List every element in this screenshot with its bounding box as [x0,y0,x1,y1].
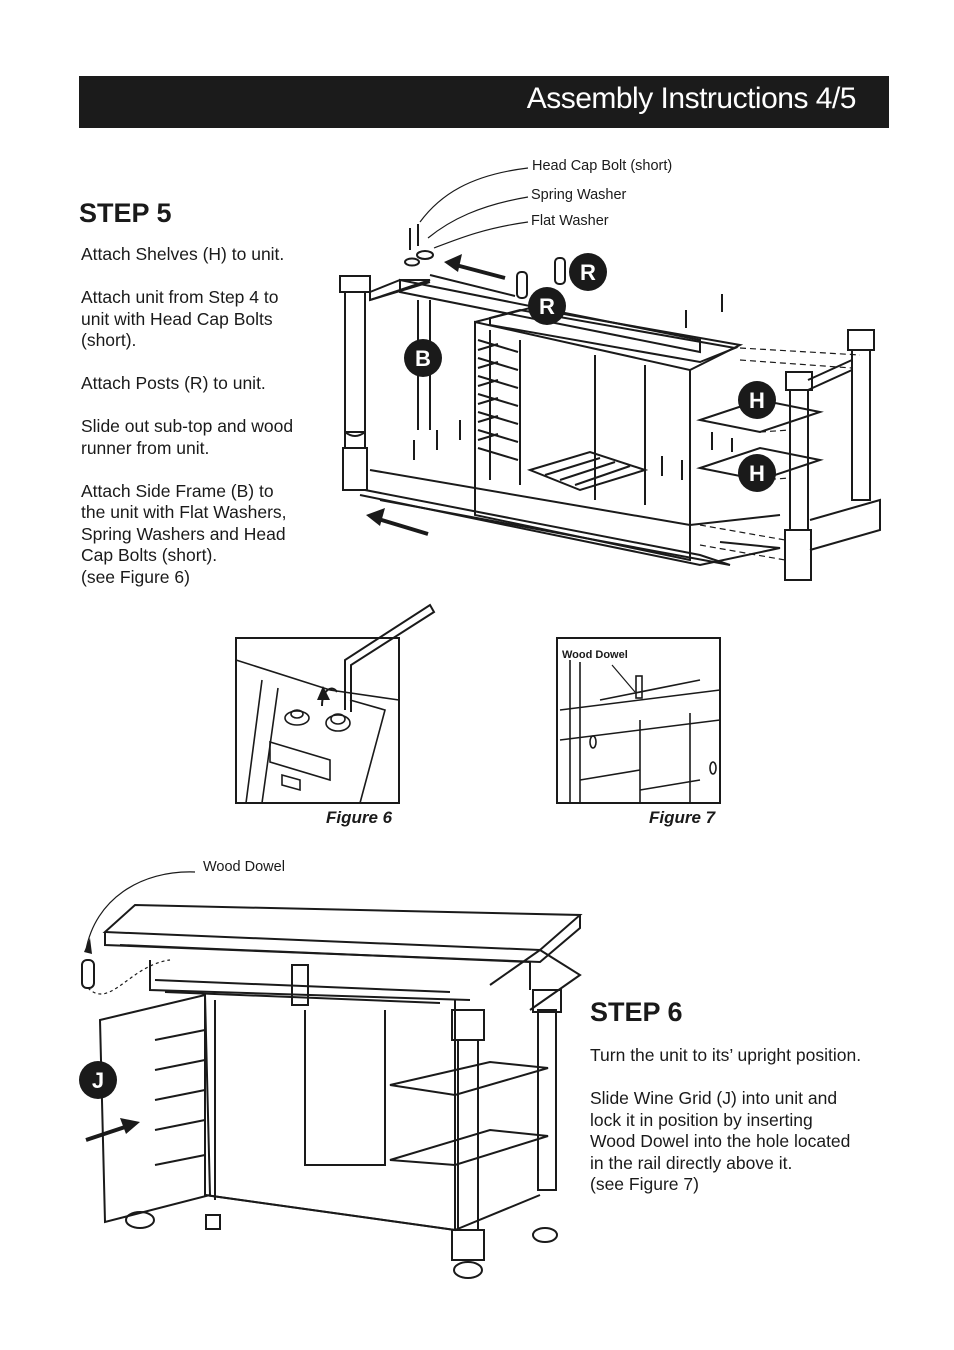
step5-instruction-3: Attach Posts (R) to unit. [81,373,266,393]
step5-instructions: Attach Shelves (H) to unit. Attach unit … [81,244,331,610]
step6-instruction-1: Turn the unit to its’ upright position. [590,1045,862,1065]
step5-instruction-4: Slide out sub-top and wood runner from u… [81,416,294,458]
badge-wine-grid-j: J [92,1068,104,1093]
figure6-drawing [235,603,436,804]
figure7-wood-dowel-label: Wood Dowel [562,649,628,661]
part-badges: R R B H H [404,253,776,492]
figure7-caption: Figure 7 [649,808,716,827]
step5-instruction-5: Attach Side Frame (B) to the unit with F… [81,480,287,587]
step6-title: STEP 6 [590,997,683,1027]
callout-flat-washer: Flat Washer [531,213,609,229]
step6-instructions: Turn the unit to its’ upright position. … [590,1045,910,1217]
step5-instruction-2: Attach unit from Step 4 to unit with Hea… [81,287,279,350]
badge-post-r-1: R [580,260,596,285]
step6-instruction-2: Slide Wine Grid (J) into unit and lock i… [590,1088,851,1194]
figure7-drawing [556,637,721,804]
badge-shelf-h-1: H [749,388,765,413]
badge-shelf-h-2: H [749,461,765,486]
page-title: Assembly Instructions 4/5 [526,82,857,115]
callout-wood-dowel: Wood Dowel [203,859,285,875]
step5-instruction-1: Attach Shelves (H) to unit. [81,244,285,264]
header-bar: Assembly Instructions 4/5 [79,76,889,128]
step5-title: STEP 5 [79,198,172,228]
callout-head-cap-bolt: Head Cap Bolt (short) [532,158,673,174]
badge-side-frame-b: B [415,346,431,371]
badge-post-r-2: R [539,294,555,319]
callout-spring-washer: Spring Washer [531,187,627,203]
step6-illustration [81,871,583,1279]
figure6-caption: Figure 6 [326,808,393,827]
